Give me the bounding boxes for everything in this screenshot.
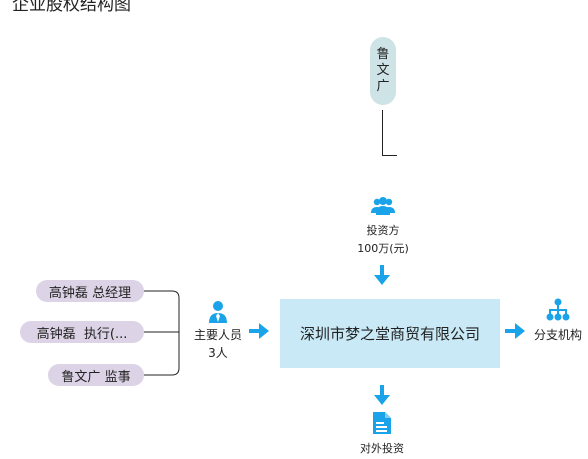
right-arrow-icon [505, 323, 525, 339]
key-personnel-count: 3人 [208, 346, 228, 360]
person-pill[interactable]: 高钟磊 执行(... [20, 321, 144, 343]
shareholder-connector-vertical [382, 110, 383, 156]
key-personnel-label: 主要人员 [193, 328, 242, 342]
shareholder-char: 鲁 [376, 47, 390, 62]
people-bracket [144, 290, 184, 378]
shareholder-connector-horizontal [382, 155, 397, 156]
company-name: 深圳市梦之堂商贸有限公司 [299, 325, 480, 343]
org-tree-icon [546, 298, 570, 322]
branches-label: 分支机构 [534, 328, 583, 342]
investor-amount: 100万(元) [357, 242, 409, 255]
down-arrow-icon [374, 385, 390, 405]
person-role: 监事 [104, 369, 131, 385]
outbound-investment-label: 对外投资 [360, 442, 404, 455]
person-name: 鲁文广 [61, 369, 101, 385]
person-name: 高钟磊 [48, 285, 88, 301]
person-role: 总经理 [92, 285, 132, 301]
document-icon [372, 411, 392, 435]
right-arrow-icon [249, 323, 269, 339]
person-pill[interactable]: 高钟磊 总经理 [36, 280, 144, 302]
page-title: 企业股权结构图 [12, 0, 131, 15]
person-pill[interactable]: 鲁文广 监事 [48, 364, 144, 386]
person-name: 高钟磊 [36, 326, 76, 342]
shareholder-char: 广 [376, 79, 390, 94]
shareholder-char: 文 [376, 63, 390, 78]
investor-label: 投资方 [366, 224, 400, 237]
investor-group-icon [370, 196, 396, 216]
down-arrow-icon [374, 265, 390, 285]
shareholder-node[interactable]: 鲁 文 广 [370, 37, 396, 105]
company-node[interactable]: 深圳市梦之堂商贸有限公司 [280, 299, 500, 368]
person-role: 执行(... [83, 326, 128, 342]
person-icon [207, 300, 229, 324]
